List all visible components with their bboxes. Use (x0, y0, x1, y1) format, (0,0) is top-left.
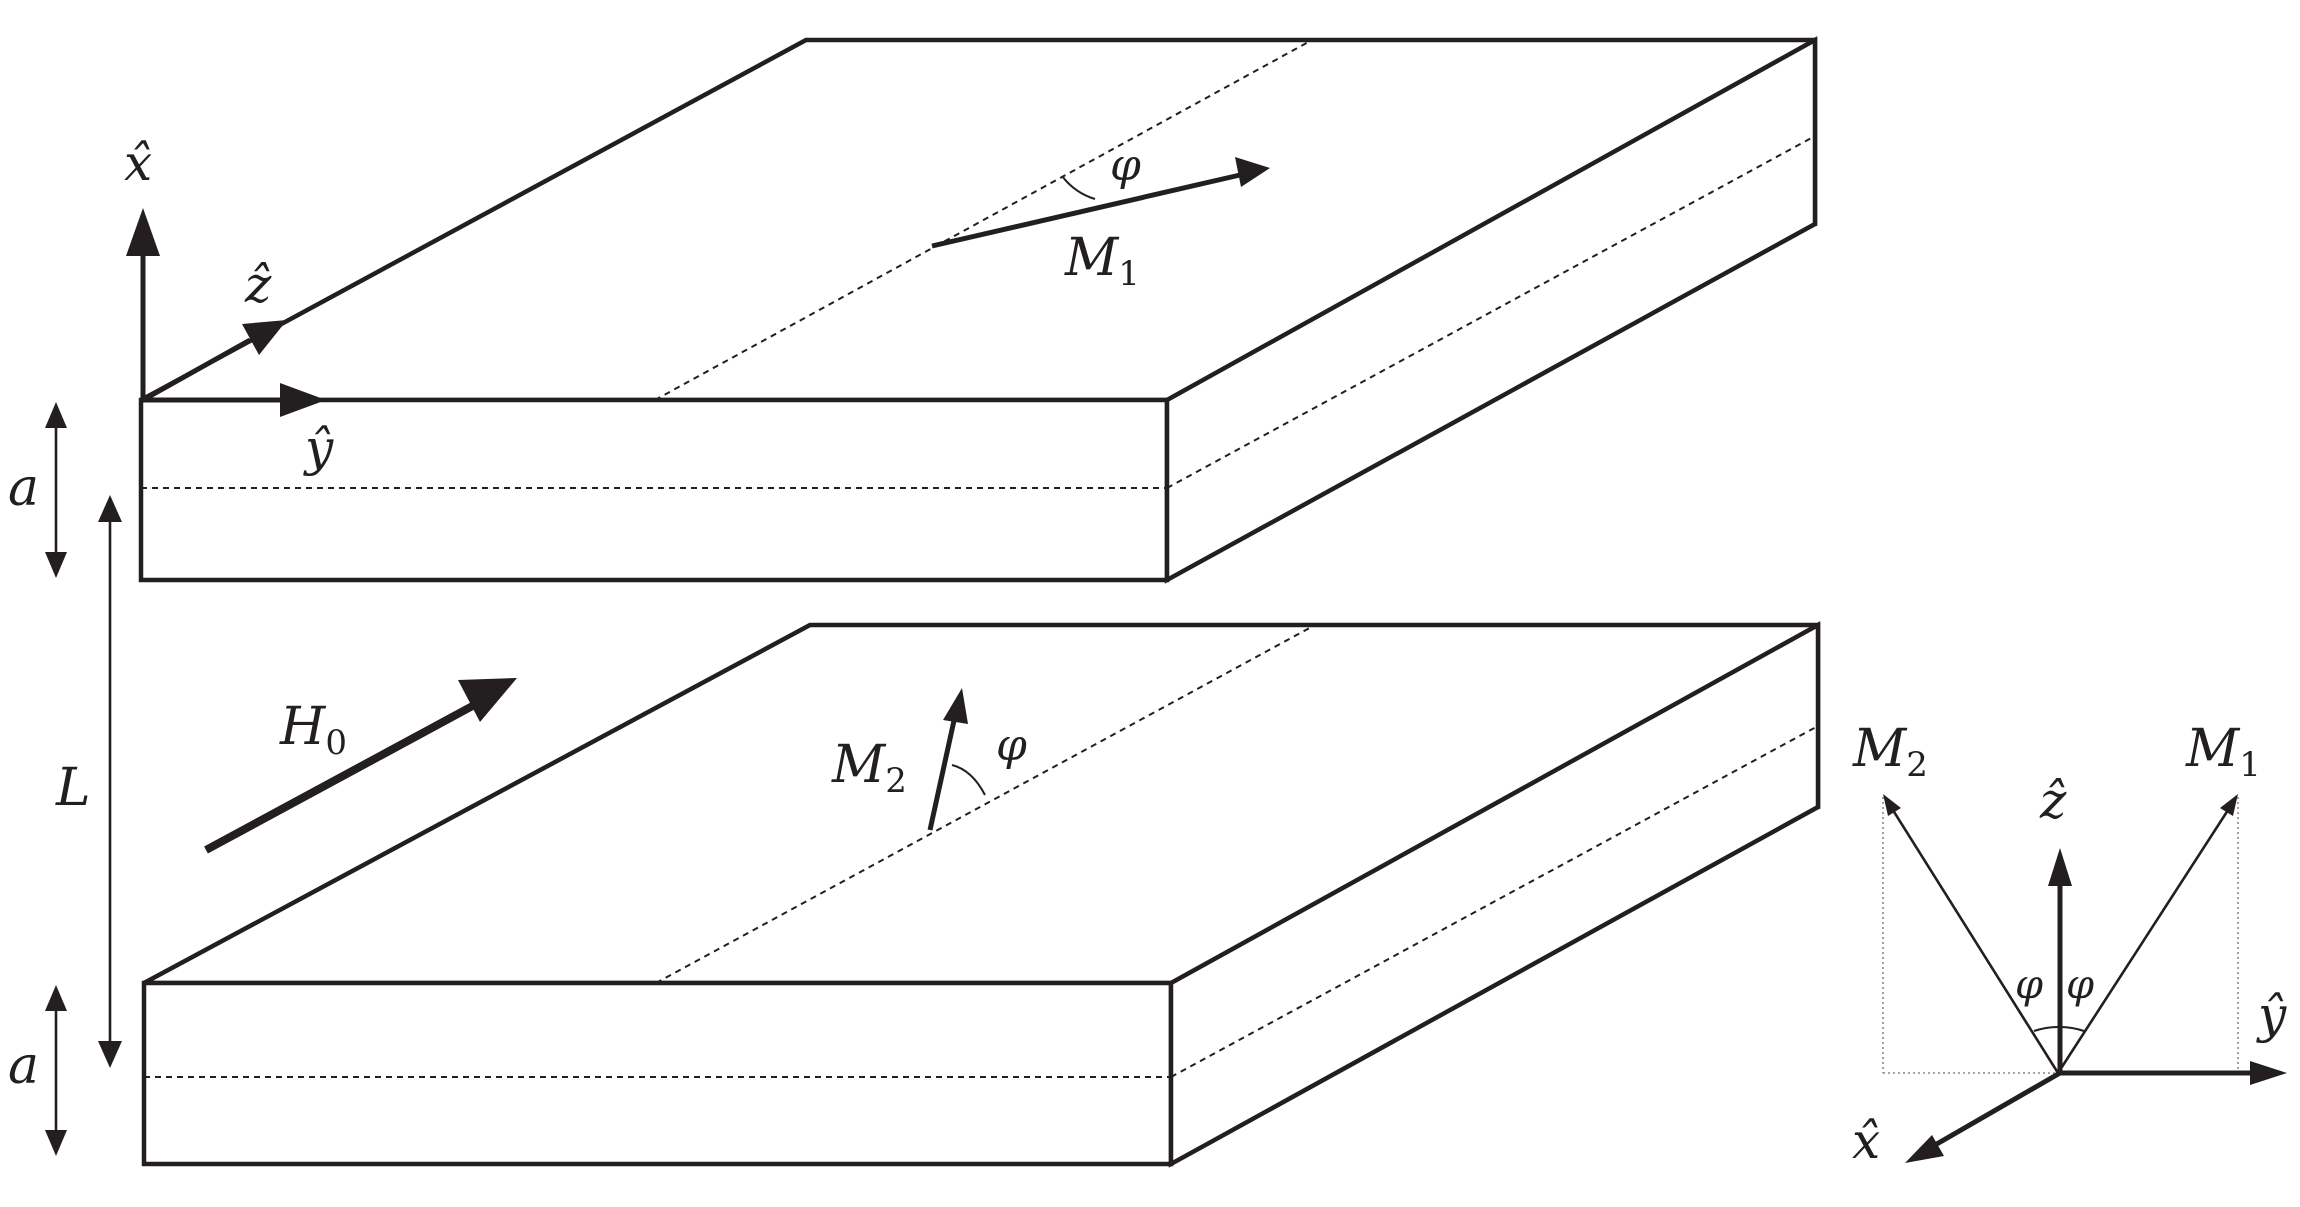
y-axis-label: ŷ (303, 419, 334, 477)
bottom-slab (141, 621, 1821, 1168)
inset-M1-arrow-line (2056, 806, 2232, 1074)
M2-angle-arc (951, 764, 986, 796)
inset-left-phi-label: φ (2015, 962, 2043, 1008)
bottom-slab-midplane-side (1170, 725, 1819, 1078)
top-slab-side-face (1164, 36, 1818, 584)
inset-M2-arrow-head (1883, 794, 1901, 816)
M1-arrow-head (1235, 157, 1270, 187)
dim-a-bottom-down-head (45, 1130, 67, 1156)
M2-arrow-head (943, 688, 968, 724)
dim-L-up-head (98, 495, 122, 522)
bottom-slab-center-line (655, 624, 1316, 984)
dim-a-top-down-head (45, 552, 67, 578)
dim-a-bottom-up-head (45, 985, 67, 1011)
L-label: L (55, 758, 91, 818)
inset-M1-arrow-head (2220, 794, 2238, 816)
M2-phi-label: φ (996, 720, 1027, 771)
H0-label: H0 (279, 697, 347, 763)
inset-M2-label: M2 (1852, 719, 1928, 785)
inset-left-angle-arc (2033, 1026, 2059, 1032)
M1-phi-label: φ (1110, 140, 1141, 191)
magnetization-M1: φ M1 (931, 140, 1270, 294)
inset-axes: φ φ M2 M1 ẑ ŷ x̂ (1852, 719, 2287, 1170)
z-axis-arrow-head (242, 320, 287, 355)
inset-x-axis-line (1933, 1070, 2062, 1148)
H0-arrow-head (458, 678, 517, 722)
dim-L-down-head (98, 1041, 122, 1068)
inset-x-axis-head (1905, 1135, 1944, 1163)
H0-arrow-line (204, 699, 480, 854)
dimension-a-bottom: a (8, 985, 67, 1156)
field-H0: H0 (204, 678, 517, 854)
M1-label: M1 (1064, 228, 1140, 294)
inset-z-label: ẑ (2039, 772, 2067, 830)
y-axis-arrow-head (280, 383, 326, 417)
top-slab-front-face (138, 397, 1170, 583)
z-axis-label: ẑ (244, 256, 272, 314)
z-axis-arrow-line (141, 337, 252, 403)
top-slab-midplane-side (1166, 135, 1816, 489)
axes-main: x̂ ẑ ŷ (124, 134, 334, 477)
inset-y-axis-head (2250, 1061, 2287, 1085)
magnetization-M2: φ M2 (831, 688, 1027, 831)
bottom-slab-front-face (141, 980, 1174, 1167)
inset-M1-label: M1 (2185, 719, 2261, 785)
x-axis-arrow-head (126, 208, 160, 256)
inset-right-angle-arc (2059, 1026, 2085, 1032)
M2-arrow-line (927, 715, 958, 831)
dimension-a-top: a (8, 402, 67, 578)
bottom-slab-side-face (1168, 621, 1821, 1168)
a-bottom-label: a (8, 1036, 39, 1096)
dimension-L: L (55, 495, 122, 1068)
inset-y-label: ŷ (2256, 986, 2287, 1044)
M1-arrow-line (931, 172, 1241, 249)
x-axis-label: x̂ (124, 134, 152, 192)
inset-z-axis-head (2048, 848, 2072, 886)
dim-a-top-up-head (45, 402, 67, 428)
inset-M2-arrow-line (1889, 806, 2060, 1074)
inset-x-label: x̂ (1852, 1112, 1880, 1170)
top-slab (138, 36, 1818, 584)
M1-angle-arc (1061, 175, 1096, 200)
top-slab-center-line (654, 39, 1313, 401)
inset-right-phi-label: φ (2066, 962, 2094, 1008)
a-top-label: a (8, 458, 39, 518)
M2-label: M2 (831, 735, 907, 801)
